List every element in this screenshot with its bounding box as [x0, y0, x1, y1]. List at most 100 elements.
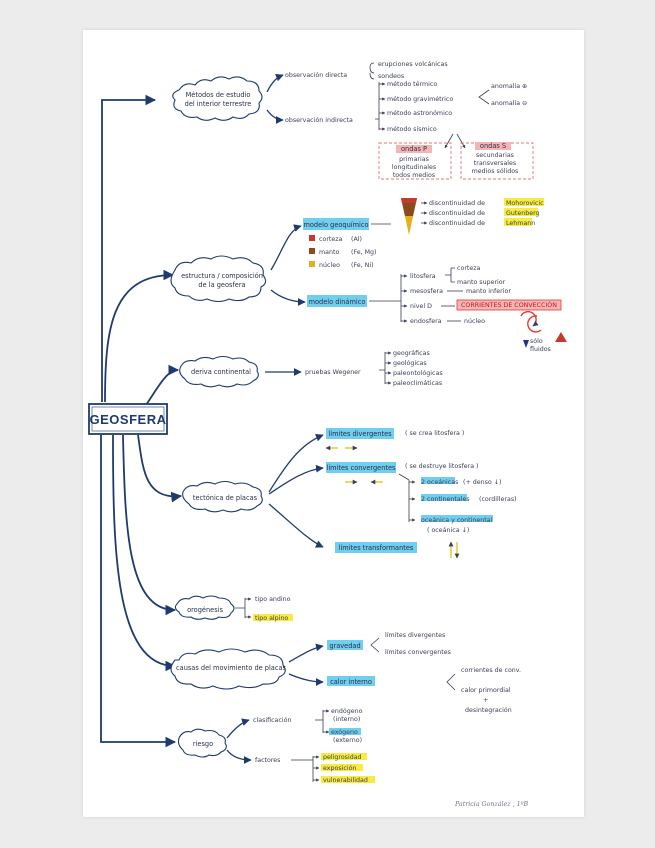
convergentes-label: límites convergentes [327, 464, 397, 472]
node-riesgo: riesgo clasificación endógeno (interno) … [177, 707, 375, 784]
gravedad-label: gravedad [329, 642, 360, 650]
disc-name: Lehmann [506, 220, 535, 227]
ondas-s-line: transversales [474, 160, 516, 167]
transform-arrows-icon [448, 541, 460, 559]
orogenesis-label: orogénesis [187, 606, 223, 614]
earth-layers-cone-icon [401, 198, 417, 235]
convergente-nota: ( oceánica ↓) [427, 526, 469, 534]
capa-comp: (Al) [351, 236, 362, 243]
prueba-item: paleontológicas [393, 369, 443, 377]
dinamico-capa: litosfera [410, 273, 436, 280]
clasif-note: (externo) [333, 737, 362, 744]
author-signature: Patricia González , 1ºB [454, 801, 529, 808]
pruebas-label: pruebas Wegener [305, 369, 361, 376]
corteza-swatch [309, 235, 315, 241]
endosfera-desc: núcleo [464, 317, 485, 325]
geosfera-title: GEOSFERA [88, 403, 168, 435]
litosfera-desc: corteza [457, 265, 481, 272]
clasif-note: (interno) [333, 716, 360, 723]
anomalia-negativa: anomalía ⊖ [491, 99, 527, 107]
clasif-item: endógeno [331, 707, 363, 715]
causas-label: causas del movimiento de placas [176, 664, 286, 672]
dinamico-label: modelo dinámico [309, 298, 366, 306]
riesgo-label: riesgo [193, 740, 213, 748]
capa-name: núcleo [319, 261, 340, 269]
calor-item: desintegración [465, 706, 512, 714]
divergentes-note: ( se crea litosfera ) [405, 430, 464, 437]
calor-plus: + [483, 697, 488, 704]
metodo-termico: método térmico [387, 80, 437, 88]
dinamico-capa: nivel D [410, 303, 432, 310]
gravedad-item: límites convergentes [385, 648, 451, 656]
prueba-item: geográficas [393, 349, 430, 357]
capa-comp: (Fe, Mg) [351, 249, 377, 256]
nivel-d-desc: CORRIENTES DE CONVECCIÓN [461, 300, 557, 309]
concept-map: GEOSFERA Métodos de estudio del interior… [88, 60, 567, 808]
ondas-p-line: longitudinales [392, 164, 436, 171]
geoquimico-label: modelo geoquímico [303, 221, 368, 229]
indirecta-label: observación indirecta [285, 116, 353, 124]
disc-name: Mohorovicic [506, 200, 544, 207]
metodos-label-1: Métodos de estudio [186, 91, 251, 99]
factor-item: peligrosidad [323, 754, 362, 761]
title-text: GEOSFERA [90, 412, 167, 427]
disc-prefix: discontinuidad de [429, 200, 485, 207]
convergente-tipo: 2 continentales [421, 496, 470, 503]
node-metodos-estudio: Métodos de estudio del interior terrestr… [172, 60, 534, 180]
litosfera-desc: manto superior [457, 279, 506, 286]
ondas-s-line: medios sólidos [472, 167, 519, 175]
ondas-p-line: primarias [399, 156, 429, 163]
node-orogenesis: orogénesis tipo andino tipo alpino [174, 595, 293, 622]
calor-label: calor interno [330, 678, 372, 686]
anomalia-positiva: anomalía ⊕ [491, 82, 527, 90]
ondas-p-label: ondas P [401, 145, 427, 153]
estructura-label-1: estructura / composición [181, 272, 263, 280]
clasif-item: exógeno [331, 728, 358, 736]
prueba-item: paleoclimáticas [393, 379, 442, 387]
mesosfera-desc: manto inferior [466, 288, 511, 295]
convergente-nota: (cordilleras) [479, 496, 517, 503]
orogenesis-tipo: tipo alpino [255, 615, 288, 622]
nucleo-swatch [309, 261, 315, 267]
metodos-label-2: del interior terrestre [185, 100, 252, 108]
nota-line: fluidos [530, 346, 551, 353]
node-estructura: estructura / composición de la geosfera … [170, 198, 567, 353]
paper-sheet: GEOSFERA Métodos de estudio del interior… [83, 30, 584, 817]
divergentes-label: límites divergentes [328, 430, 392, 438]
ondas-s-label: ondas S [480, 142, 506, 150]
fluid-arrows-icon [523, 332, 567, 348]
convergente-nota: (+ denso ↓) [463, 479, 501, 486]
nota-line: sólo [530, 337, 543, 345]
node-causas: causas del movimiento de placas gravedad… [170, 631, 521, 714]
manto-swatch [309, 248, 315, 254]
factores-label: factores [255, 757, 280, 764]
ondas-p-line: todos medios [393, 172, 435, 179]
directa-item: erupciones volcánicas [378, 60, 448, 68]
ondas-s-line: secundarias [476, 152, 514, 159]
metodo-astronomico: método astronómico [387, 109, 452, 117]
deriva-label: deriva continental [191, 368, 251, 376]
orogenesis-tipo: tipo andino [255, 596, 291, 603]
disc-prefix: discontinuidad de [429, 210, 485, 217]
convection-cycle-icon [520, 310, 542, 333]
directa-item: sondeos [378, 73, 404, 80]
dinamico-capa: endosfera [410, 318, 442, 325]
disc-name: Gutenberg [506, 210, 540, 217]
prueba-item: geológicas [393, 359, 427, 367]
disc-prefix: discontinuidad de [429, 220, 485, 227]
convergente-tipo: oceánica y continental [421, 516, 493, 524]
directa-label: observación directa [285, 71, 347, 79]
factor-item: vulnerabilidad [323, 777, 368, 784]
capa-name: corteza [319, 236, 343, 243]
metodo-gravimetrico: método gravimétrico [387, 95, 453, 103]
metodo-sismico: método sísmico [387, 125, 437, 133]
node-tectonica: tectónica de placas límites divergentes … [182, 428, 517, 559]
convergente-tipo: 2 oceánicas [421, 478, 458, 486]
gravedad-item: límites divergentes [385, 631, 445, 639]
transformantes-label: límites transformantes [339, 544, 414, 552]
convergentes-note: ( se destruye litosfera ) [405, 463, 479, 470]
dinamico-capa: mesosfera [410, 288, 443, 295]
factor-item: exposición [323, 764, 356, 772]
node-deriva: deriva continental pruebas Wegener geogr… [179, 349, 443, 388]
tectonica-label: tectónica de placas [193, 494, 258, 502]
